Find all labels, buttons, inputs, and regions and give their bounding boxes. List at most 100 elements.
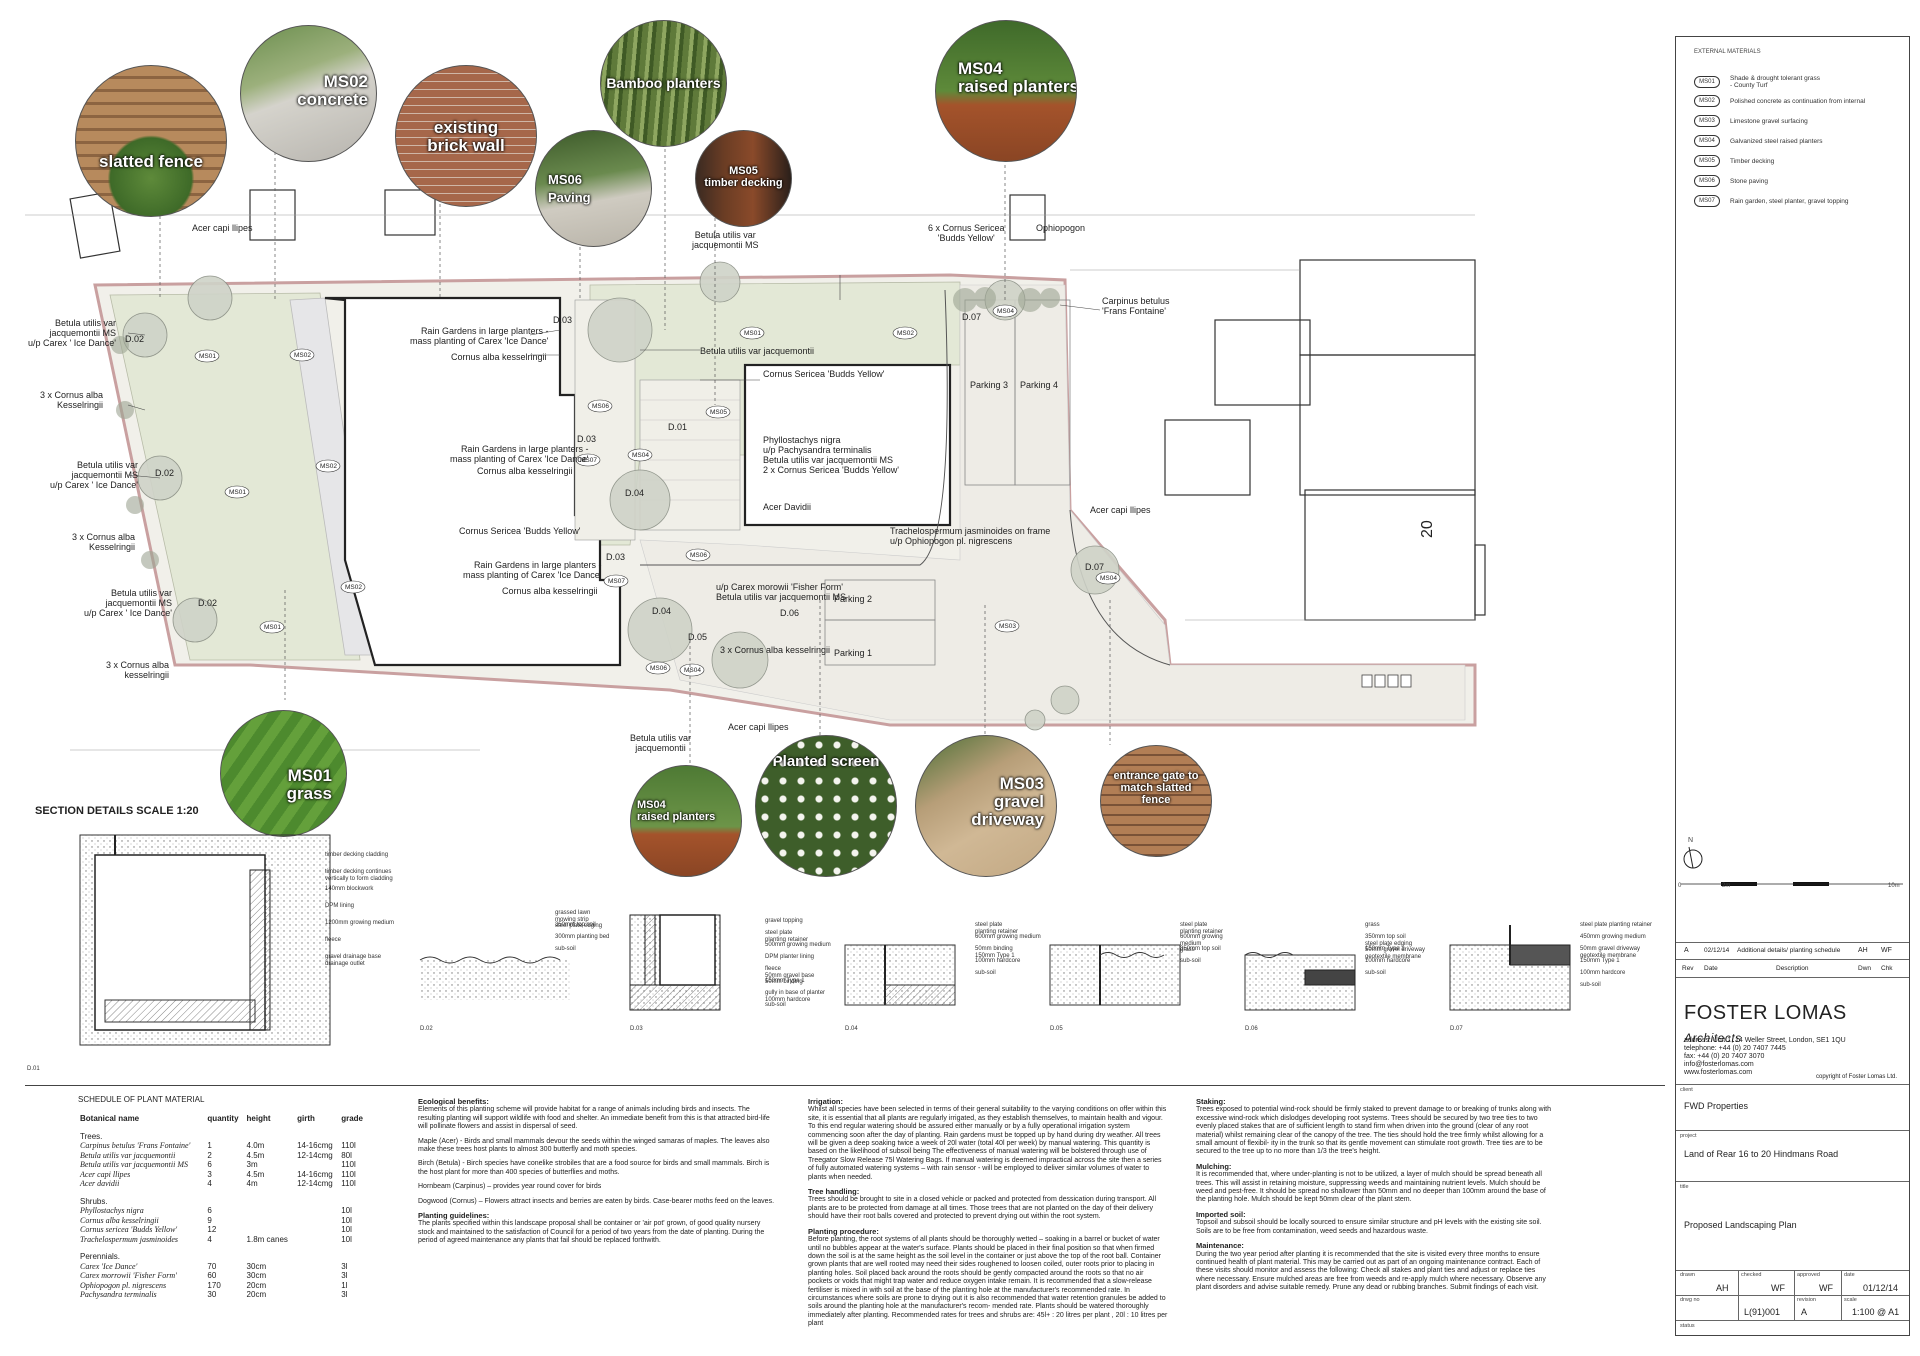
table-cell: 1l xyxy=(341,1280,348,1290)
neighbour-outlines xyxy=(69,189,1486,621)
material-label: Limestone gravel surfacing xyxy=(1730,117,1808,125)
svg-text:MS05: MS05 xyxy=(710,409,727,416)
section-label: gravel topping xyxy=(765,918,803,924)
photo-ms01-grass: MS01 grass xyxy=(220,710,347,837)
note-paragraph: Hornbeam (Carpinus) – provides year roun… xyxy=(418,1183,602,1191)
table-cell: 110l xyxy=(341,1141,356,1150)
ann-parking2: Parking 2 xyxy=(834,594,873,604)
notes-staking: Staking:Trees exposed to potential wind-… xyxy=(1196,1095,1551,1299)
table-cell: 12-14cmg xyxy=(297,1150,333,1160)
table-cell xyxy=(295,1281,339,1291)
scale-2m: 2m xyxy=(1722,883,1731,889)
table-cell: 4.0m xyxy=(246,1141,265,1150)
section-d05 xyxy=(1049,944,1181,1006)
note-paragraph: It is recommended that, where under-plan… xyxy=(1196,1171,1546,1204)
note-paragraph: Dogwood (Cornus) – Flowers attract insec… xyxy=(418,1197,775,1205)
section-id: D.06 xyxy=(1245,1026,1258,1032)
section-id: D.04 xyxy=(845,1026,858,1032)
table-cell xyxy=(295,1235,339,1245)
table-cell: 1 xyxy=(207,1141,212,1150)
section-label: 350mm top soil xyxy=(1180,946,1221,952)
photo-ms04-raised-planters: MS04 raised planters xyxy=(935,20,1077,162)
svg-text:MS06: MS06 xyxy=(592,403,609,410)
note-paragraph: Trees should be brought to site in a clo… xyxy=(808,1196,1156,1221)
section-label: 600mm growing medium xyxy=(975,934,1041,940)
table-cell: Cornus alba kesselringii xyxy=(80,1215,159,1225)
note-paragraph: The plants specified within this landsca… xyxy=(418,1220,765,1245)
note-paragraph: Birch (Betula) - Birch species have cone… xyxy=(418,1160,770,1176)
section-label: 350mm top soil steel plate edging 50mm g… xyxy=(1365,934,1426,960)
section-label: sub-soil xyxy=(1580,982,1601,988)
section-label: sub-soil xyxy=(555,946,576,952)
table-cell: 3m xyxy=(246,1160,258,1169)
client: FWD Properties xyxy=(1684,1101,1749,1111)
revision-header: Date xyxy=(1704,965,1718,972)
schedule-group-name: Perennials. xyxy=(80,1252,121,1261)
contact-web[interactable]: www.fosterlomas.com xyxy=(1684,1069,1753,1076)
material-label: Rain garden, steel planter, gravel toppi… xyxy=(1730,197,1849,205)
table-cell: 110l xyxy=(341,1160,356,1169)
photo-planted-screen: Planted screen xyxy=(755,735,897,877)
svg-text:MS02: MS02 xyxy=(320,463,337,470)
table-cell xyxy=(245,1225,296,1235)
material-label: Timber decking xyxy=(1730,157,1775,165)
table-cell: 4 xyxy=(207,1179,212,1188)
section-id: D.02 xyxy=(420,1026,433,1032)
scale-0: 0 xyxy=(1678,883,1682,889)
schedule-header-cell: height xyxy=(246,1114,271,1123)
building-footprint xyxy=(324,296,622,667)
photo-entrance-gate: entrance gate to match slatted fence xyxy=(1100,745,1212,857)
schedule-group-name: Shrubs. xyxy=(80,1196,108,1206)
firm-address: address: Unit 1, 14 Weller Street, Londo… xyxy=(1684,1037,1846,1077)
courtyard-building xyxy=(743,363,952,527)
table-cell: 110l xyxy=(341,1179,356,1188)
section-d02 xyxy=(419,956,570,1000)
contact-email[interactable]: info@fosterlomas.com xyxy=(1684,1061,1754,1068)
table-cell xyxy=(295,1206,339,1216)
section-label: gully in base of planter 100mm hardcore xyxy=(765,990,826,1003)
svg-text:MS06: MS06 xyxy=(690,552,707,559)
section-label: sub-soil xyxy=(1365,970,1386,976)
svg-text:D.03: D.03 xyxy=(577,434,596,444)
section-label: steel plate planting retainer xyxy=(765,930,809,943)
svg-text:MS04: MS04 xyxy=(1100,575,1117,582)
table-cell: 80l xyxy=(341,1150,352,1160)
svg-text:MS06: MS06 xyxy=(650,665,667,672)
section-label: steel plate planting retainer xyxy=(975,922,1019,935)
schedule-group-name: Trees. xyxy=(80,1131,103,1141)
table-cell xyxy=(295,1225,339,1235)
svg-text:MS04: MS04 xyxy=(997,308,1014,315)
svg-text:MS04: MS04 xyxy=(684,667,701,674)
ann-acer-davidii: Acer Davidii xyxy=(763,502,812,512)
section-label: 450mm growing medium xyxy=(1580,934,1646,940)
schedule-group: Perennials. xyxy=(78,1244,368,1262)
section-label: 500mm growing medium xyxy=(765,942,831,948)
table-cell: 1.8m canes xyxy=(246,1234,288,1244)
note-paragraph: Before planting, the root systems of all… xyxy=(808,1236,1168,1328)
address-line: telephone: +44 (0) 20 7407 7445 xyxy=(1684,1045,1786,1052)
materials-title: EXTERNAL MATERIALS xyxy=(1694,49,1761,55)
table-cell: 30cm xyxy=(246,1261,267,1271)
section-label: fleece xyxy=(325,937,342,943)
svg-text:D.02: D.02 xyxy=(198,598,217,608)
note-paragraph: Trees exposed to potential wind-rock sho… xyxy=(1196,1106,1551,1156)
table-cell: 170 xyxy=(207,1280,221,1290)
table-cell: 30 xyxy=(207,1290,217,1299)
ann-cornus-k3: Cornus alba kesselringii xyxy=(502,586,598,596)
table-cell: Betula utilis var jacquemontii xyxy=(80,1150,176,1160)
section-label: 140mm blockwork xyxy=(325,886,374,892)
scale-10m: 10m xyxy=(1888,883,1900,889)
table-cell: 10l xyxy=(341,1215,352,1225)
table-cell: Ophiopogon pl. nigrescens xyxy=(80,1280,167,1290)
svg-text:MS07: MS07 xyxy=(580,457,597,464)
drawing-number: L(91)001 xyxy=(1744,1307,1781,1317)
material-code: MS05 xyxy=(1694,155,1720,167)
table-cell xyxy=(295,1262,339,1272)
svg-text:D.03: D.03 xyxy=(553,315,572,325)
